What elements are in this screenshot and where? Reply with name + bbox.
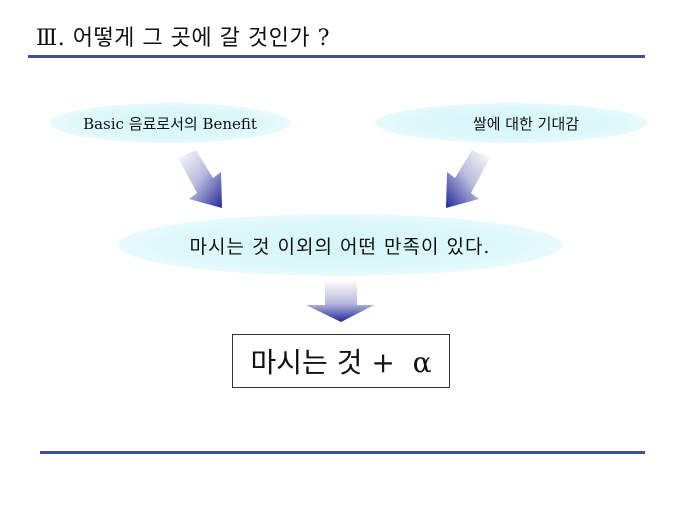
result-box: 마시는 것 + α — [232, 334, 450, 388]
middle-bubble: 마시는 것 이외의 어떤 만족이 있다. — [118, 214, 562, 276]
right-bubble-text: 쌀에 대한 기대감 — [472, 114, 580, 133]
left-bubble-text: Basic 음료로서의 Benefit — [83, 114, 257, 133]
down-arrow-icon — [306, 280, 374, 322]
middle-bubble-text: 마시는 것 이외의 어떤 만족이 있다. — [189, 235, 491, 258]
left-bubble: Basic 음료로서의 Benefit — [50, 103, 290, 143]
top-divider — [28, 55, 645, 58]
left-arrow-icon — [178, 150, 222, 208]
right-arrow-icon — [446, 150, 490, 208]
bottom-divider — [40, 451, 645, 454]
result-box-text: 마시는 것 + α — [250, 346, 432, 379]
slide-title: Ⅲ. 어떻게 그 곳에 갈 것인가 ? — [36, 26, 330, 51]
right-bubble: 쌀에 대한 기대감 — [375, 103, 647, 143]
